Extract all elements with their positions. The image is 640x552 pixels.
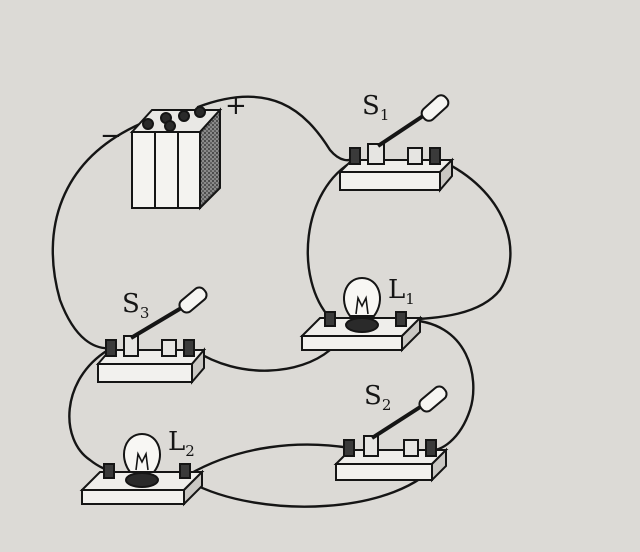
wire-battery-minus-to-s3 — [51, 122, 142, 350]
switch-s2 — [333, 385, 449, 483]
battery — [129, 106, 223, 211]
wire-s1-to-l1-left — [306, 158, 357, 320]
battery-plus-sign: + — [225, 91, 247, 121]
label-s2: S2 — [364, 381, 391, 414]
wire-l2-to-s2 — [186, 443, 352, 477]
lamp-l1 — [299, 276, 423, 353]
switch-s1 — [337, 94, 455, 193]
battery-minus-sign: − — [100, 121, 122, 151]
wire-battery-plus-to-s1 — [196, 95, 357, 162]
wire-s1-to-l1-right — [402, 158, 512, 322]
label-l2: L2 — [168, 427, 195, 460]
label-l1: L1 — [388, 275, 415, 308]
label-s3: S3 — [122, 289, 149, 322]
switch-s3 — [95, 286, 208, 385]
wire-l1-to-s2 — [403, 318, 475, 452]
lamp-l2 — [79, 432, 205, 507]
label-s1: S1 — [362, 91, 389, 124]
